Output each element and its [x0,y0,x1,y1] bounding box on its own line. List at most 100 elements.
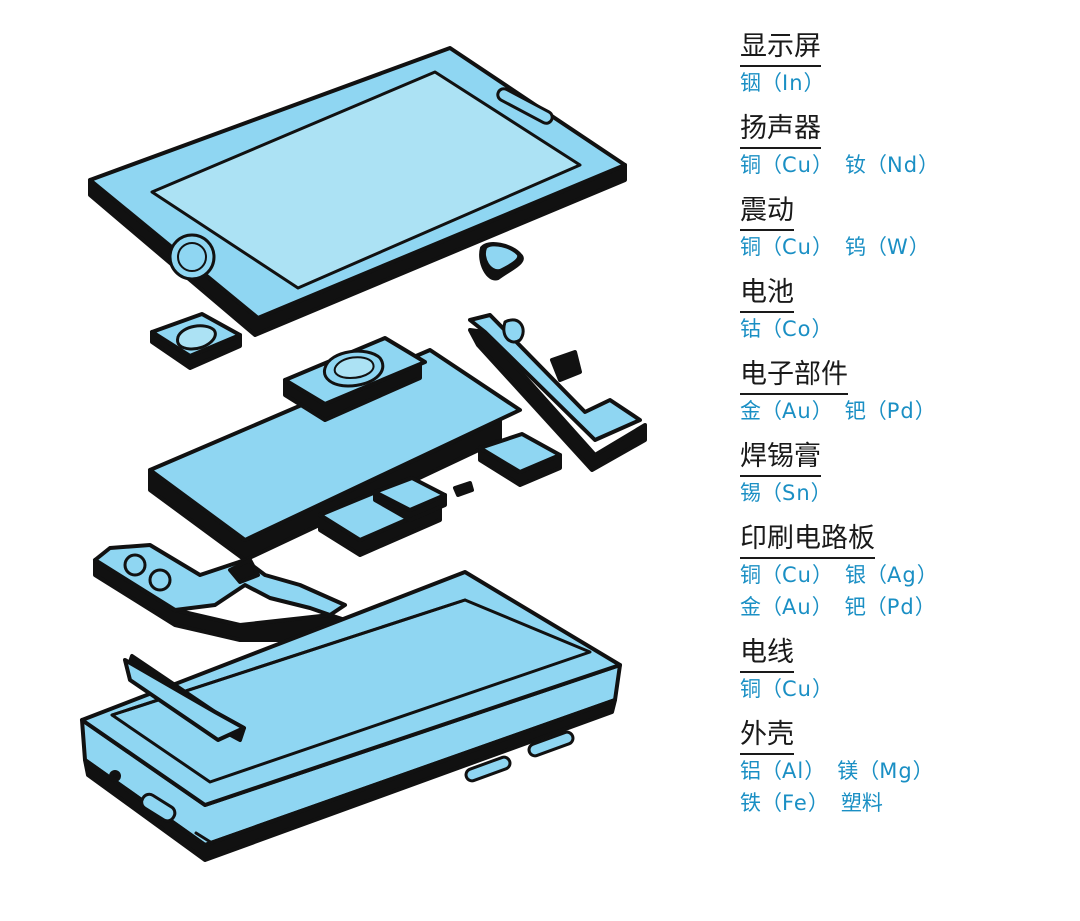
material-item: 镁（Mg） [837,759,933,783]
material-item: 钴（Co） [740,317,833,341]
exploded-phone-diagram [80,46,647,862]
volume-button-1 [464,755,512,783]
material-name: 钯 [844,595,866,619]
paren-open: （ [865,595,887,619]
part-title: 外壳 [740,718,794,755]
element-symbol: Au [782,595,812,619]
part-title: 印刷电路板 [740,522,875,559]
paren-close: ） [811,317,833,341]
paren-open: （ [761,481,782,505]
material-name: 铜 [740,563,761,587]
material-name: 铁 [740,791,761,815]
material-line: 锡（Sn） [740,477,1070,509]
part-title: 扬声器 [740,112,821,149]
paren-close: ） [811,563,833,587]
material-name: 钯 [844,399,866,423]
part-title: 电线 [740,636,794,673]
paren-close: ） [803,71,825,95]
part-title: 电池 [740,276,794,313]
paren-close: ） [811,235,833,259]
material-item: 铁（Fe） [740,791,829,815]
material-line: 钴（Co） [740,313,1070,345]
paren-close: ） [914,399,936,423]
paren-close: ） [908,235,930,259]
paren-close: ） [912,759,934,783]
element-symbol: Sn [782,481,811,505]
paren-open: （ [865,153,887,177]
material-name: 铝 [740,759,761,783]
charging-port [140,792,177,823]
element-symbol: W [886,235,909,259]
earpiece-slot [496,87,554,125]
material-line: 铜（Cu） 钕（Nd） [740,149,1070,181]
element-symbol: Fe [782,791,808,815]
material-line: 铜（Cu）银（Ag） [740,559,1070,591]
legend-entry: 电线铜（Cu） [740,636,1070,705]
legend-entry: 电子部件金（Au）钯（Pd） [740,358,1070,427]
paren-close: ） [918,153,940,177]
element-symbol: Pd [886,399,915,423]
flex-cable [93,543,347,642]
legend-entry: 焊锡膏锡（Sn） [740,440,1070,509]
element-symbol: Cu [782,563,812,587]
material-item: 铝（Al） [740,759,825,783]
material-line: 铟（In） [740,67,1070,99]
material-line: 金（Au）钯（Pd） [740,395,1070,427]
material-item: 钯（Pd） [845,399,936,423]
home-button-module [150,312,242,370]
element-symbol: Cu [782,235,812,259]
part-title: 震动 [740,194,794,231]
legend-entry: 电池钴（Co） [740,276,1070,345]
material-name: 钕 [844,153,866,177]
display-panel [88,46,627,337]
paren-open: （ [761,71,782,95]
paren-open: （ [761,595,782,619]
material-item: 铜（Cu） [740,235,833,259]
home-button [168,233,216,281]
legend-entry: 印刷电路板铜（Cu）银（Ag）金（Au）钯（Pd） [740,522,1070,623]
legend-entry: 扬声器铜（Cu） 钕（Nd） [740,112,1070,181]
material-item: 金（Au） [740,399,833,423]
paren-open: （ [761,399,782,423]
legend-entry: 震动铜（Cu）钨（W） [740,194,1070,263]
element-symbol: Au [782,399,812,423]
paren-open: （ [761,791,782,815]
paren-close: ） [804,759,826,783]
legend-entry: 显示屏铟（In） [740,30,1070,99]
paren-open: （ [761,153,782,177]
element-symbol: Pd [886,595,915,619]
paren-close: ） [811,153,833,177]
volume-button-2 [527,730,575,758]
paren-open: （ [865,563,887,587]
display-screen [150,70,582,290]
material-name: 塑料 [840,791,883,815]
speaker-module [479,242,524,281]
paren-open: （ [761,563,782,587]
material-item: 锡（Sn） [740,481,832,505]
material-item: 铟（In） [740,71,825,95]
material-name: 铜 [740,677,761,701]
housing-bottom-edge [83,698,617,862]
material-item: 铜（Cu） [740,563,833,587]
part-title: 焊锡膏 [740,440,821,477]
material-item: 钕（Nd） [845,153,939,177]
paren-open: （ [865,235,887,259]
material-item: 金（Au） [740,595,833,619]
paren-close: ） [811,399,833,423]
element-symbol: Cu [782,153,812,177]
back-housing [80,570,622,862]
paren-close: ） [811,677,833,701]
material-line: 金（Au）钯（Pd） [740,591,1070,623]
material-item: 铜（Cu） [740,153,833,177]
material-line: 铝（Al） 镁（Mg） [740,755,1070,787]
material-line: 铜（Cu） [740,673,1070,705]
paren-open: （ [865,399,887,423]
material-item: 塑料 [841,791,883,815]
paren-close: ） [916,563,938,587]
material-name: 钨 [844,235,866,259]
material-name: 金 [740,595,761,619]
paren-open: （ [761,759,782,783]
paren-close: ） [811,595,833,619]
material-item: 铜（Cu） [740,677,833,701]
paren-open: （ [761,235,782,259]
